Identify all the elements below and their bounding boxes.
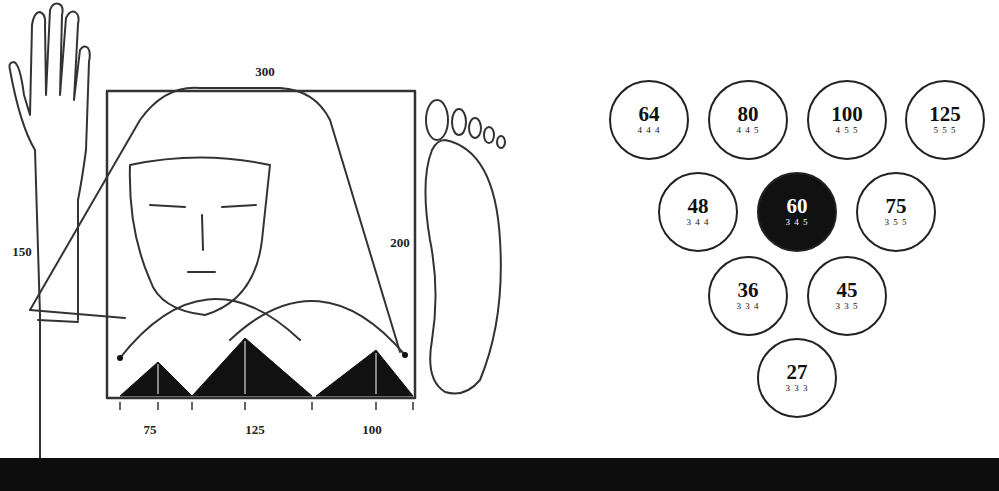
black-triangle <box>120 362 192 396</box>
circle-number: 48 <box>688 196 709 217</box>
factor-text: 3 3 4 <box>737 301 760 312</box>
circle-number: 45 <box>837 280 858 301</box>
square-frame <box>107 91 415 398</box>
circle-number: 125 <box>929 104 961 125</box>
number-circle: 644 4 4 <box>609 80 689 160</box>
factor-text: 4 4 4 <box>638 125 661 136</box>
tick-marks <box>120 402 413 410</box>
black-triangle <box>316 350 413 396</box>
ground-bar <box>0 458 999 491</box>
number-circle: 1004 5 5 <box>807 80 887 160</box>
number-circle: 453 3 5 <box>807 256 887 336</box>
hand-outline <box>10 4 90 320</box>
factor-text: 3 4 5 <box>786 217 809 228</box>
black-triangle <box>192 338 312 396</box>
dimension-label: 125 <box>243 422 267 438</box>
circle-number: 27 <box>787 362 808 383</box>
dot <box>117 355 123 361</box>
factor-text: 3 3 3 <box>786 383 809 394</box>
circle-number: 80 <box>738 104 759 125</box>
circle-number: 36 <box>738 280 759 301</box>
toe <box>426 100 448 140</box>
circle-number: 100 <box>831 104 863 125</box>
black-circle: 603 4 5 <box>757 172 837 252</box>
foot-outline <box>425 140 500 394</box>
factor-text: 3 4 4 <box>687 217 710 228</box>
dimension-label: 100 <box>360 422 384 438</box>
circle-number: 60 <box>787 196 808 217</box>
factor-text: 4 4 5 <box>737 125 760 136</box>
trapezoid <box>30 88 400 352</box>
dimension-label: 200 <box>388 235 412 251</box>
factor-text: 5 5 5 <box>934 125 957 136</box>
base-line <box>30 310 125 318</box>
number-circle: 363 3 4 <box>708 256 788 336</box>
factor-text: 3 3 5 <box>836 301 859 312</box>
factor-text: 3 5 5 <box>885 217 908 228</box>
factor-text: 4 5 5 <box>836 125 859 136</box>
number-circle: 1255 5 5 <box>905 80 985 160</box>
number-circle: 273 3 3 <box>757 338 837 418</box>
toe <box>452 109 466 135</box>
dimension-label: 300 <box>253 64 277 80</box>
circle-number: 75 <box>886 196 907 217</box>
face-outline <box>130 158 270 316</box>
toe <box>484 127 494 143</box>
dimension-label: 150 <box>10 244 34 260</box>
dot <box>402 352 408 358</box>
eye <box>150 205 256 207</box>
number-circle: 753 5 5 <box>856 172 936 252</box>
number-circle: 483 4 4 <box>658 172 738 252</box>
toe <box>497 136 505 148</box>
mouth <box>188 271 215 273</box>
number-circle: 804 4 5 <box>708 80 788 160</box>
toe <box>469 118 481 138</box>
wrist-line <box>38 320 78 322</box>
nose <box>202 215 203 250</box>
dimension-label: 75 <box>142 422 159 438</box>
triangle-height <box>158 341 376 394</box>
arc <box>230 301 405 355</box>
arc <box>120 299 300 358</box>
circle-number: 64 <box>639 104 660 125</box>
